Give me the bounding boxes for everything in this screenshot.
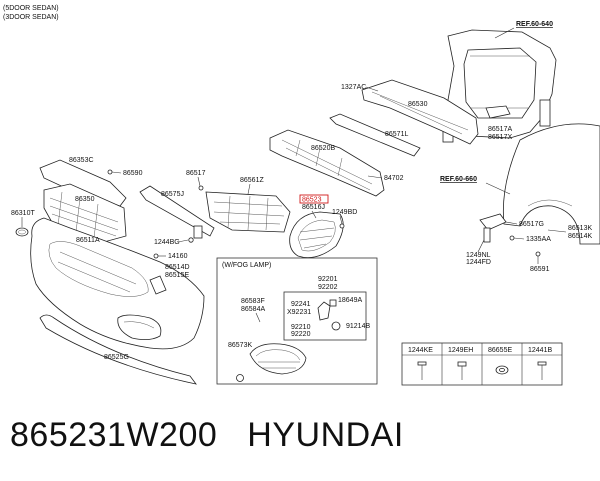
label-86530: 86530 xyxy=(408,101,428,108)
label-86517a: 86517A xyxy=(488,126,512,133)
highlight-frame xyxy=(299,194,329,204)
label-86310t: 86310T xyxy=(11,210,35,217)
label-86513k: 86513K xyxy=(568,225,592,232)
emblem xyxy=(15,227,29,237)
label-14160: 14160 xyxy=(168,253,188,260)
bracket-right xyxy=(485,105,511,119)
label-86517x: 86517X xyxy=(488,134,512,141)
label-1244fd: 1244FD xyxy=(466,259,491,266)
label-86511a: 86511A xyxy=(76,237,100,244)
absorber-strip xyxy=(329,113,421,157)
label-86525g: 86525G xyxy=(104,354,129,361)
label-86516j: 86516J xyxy=(302,204,325,211)
label-1335aa: 1335AA xyxy=(526,236,551,243)
label-1249bd: 1249BD xyxy=(332,209,357,216)
label-86571l: 86571L xyxy=(385,131,408,138)
label-18649a: 18649A xyxy=(338,297,362,304)
bolt-icon xyxy=(457,361,467,380)
energy-absorber xyxy=(269,129,385,197)
label-x92231: X92231 xyxy=(287,309,311,316)
label-86350: 86350 xyxy=(75,196,95,203)
label-92201: 92201 xyxy=(318,276,338,283)
label-86353c: 86353C xyxy=(69,157,94,164)
label-86575j: 86575J xyxy=(161,191,184,198)
ref-top-label: REF.60-640 xyxy=(516,21,553,28)
label-1249nl: 1249NL xyxy=(466,252,491,259)
label-86514k: 86514K xyxy=(568,233,592,240)
label-86515e: 86515E xyxy=(165,272,189,279)
label-86584a: 86584A xyxy=(241,306,265,313)
lower-grille xyxy=(205,191,291,233)
label-84702: 84702 xyxy=(384,175,404,182)
fastener-header-1: 1244KE xyxy=(408,347,433,354)
label-86573k: 86573K xyxy=(228,342,252,349)
label-86517: 86517 xyxy=(186,170,206,177)
front-bumper-cover xyxy=(30,217,205,350)
label-86523-highlighted[interactable]: 86523 xyxy=(302,197,322,204)
part-number: 865231W200 xyxy=(10,416,218,454)
label-92241: 92241 xyxy=(291,301,311,308)
side-bracket-right xyxy=(479,213,507,243)
label-86561z: 86561Z xyxy=(240,177,264,184)
radiator-support-frame xyxy=(442,29,557,143)
label-86591: 86591 xyxy=(530,266,550,273)
ref-side-label: REF.60-660 xyxy=(440,176,477,183)
label-86520b: 86520B xyxy=(311,145,335,152)
fastener-table: 1244KE 1249EH 86655E 12441B xyxy=(401,342,563,386)
label-1327ac: 1327AC xyxy=(341,84,366,91)
fog-lamp-cover xyxy=(289,211,344,259)
brand-name: HYUNDAI xyxy=(247,416,404,454)
fastener-header-3: 86655E xyxy=(488,347,512,354)
label-92202: 92202 xyxy=(318,284,338,291)
label-92210: 92210 xyxy=(291,324,311,331)
fog-title: (W/FOG LAMP) xyxy=(222,262,271,269)
screw-icon xyxy=(417,361,427,380)
label-86514d: 86514D xyxy=(165,264,190,271)
clip-icon xyxy=(495,365,509,375)
lower-lip-spoiler xyxy=(39,314,197,385)
front-fender xyxy=(502,123,600,245)
label-91214b: 91214B xyxy=(346,323,370,330)
bumper-beam xyxy=(361,79,479,145)
label-1244bg: 1244BG xyxy=(154,239,180,246)
part-caption: 865231W200 HYUNDAI xyxy=(10,416,404,455)
header-line-2: (3DOOR SEDAN) xyxy=(3,14,59,21)
tapping-screw-icon xyxy=(537,361,547,380)
fastener-header-2: 1249EH xyxy=(448,347,473,354)
fastener-header-4: 12441B xyxy=(528,347,552,354)
header-line-1: (5DOOR SEDAN) xyxy=(3,5,59,12)
label-86517g: 86517G xyxy=(519,221,544,228)
fog-lamp-inset: (W/FOG LAMP) 92201 92202 92241 X92231 18… xyxy=(216,257,378,385)
bumper-bracket-left xyxy=(139,185,215,239)
label-86583f: 86583F xyxy=(241,298,265,305)
side-bracket-left xyxy=(149,275,167,295)
label-92220: 92220 xyxy=(291,331,311,338)
label-86590: 86590 xyxy=(123,170,143,177)
